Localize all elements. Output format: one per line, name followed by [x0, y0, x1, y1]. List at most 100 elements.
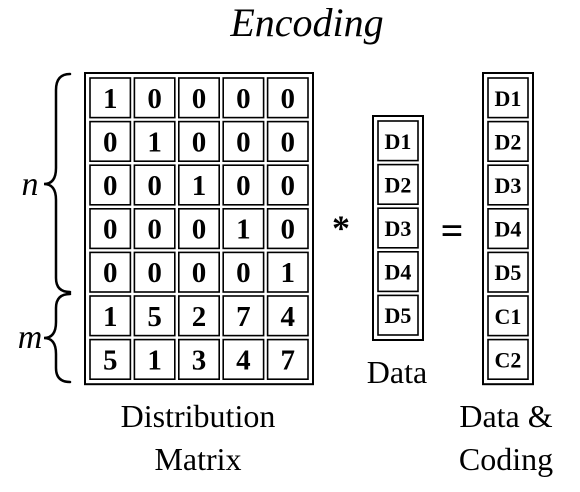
data-vector-cell-label: D2	[385, 172, 412, 197]
matrix-cell-box	[222, 338, 265, 381]
result-vector-cell-label: D5	[495, 260, 522, 285]
matrix-cell-value: 5	[103, 344, 118, 376]
matrix-cell-box	[222, 251, 265, 293]
result-vector-cell-box	[487, 77, 529, 119]
matrix-cell-box	[89, 295, 132, 337]
matrix-cell-value: 7	[281, 344, 296, 376]
matrix-cell-box	[133, 77, 176, 119]
n-brace	[43, 72, 72, 294]
matrix-cell-value: 0	[147, 170, 162, 202]
matrix-cell-box	[133, 120, 176, 162]
data-vector-cell-box	[377, 163, 419, 206]
data-vector-outer-frame	[372, 115, 424, 341]
data-caption: Data	[367, 354, 427, 390]
matrix-cell-value: 0	[192, 83, 207, 115]
result-caption-line1: Data &	[459, 398, 552, 434]
matrix-cell-value: 0	[236, 126, 251, 158]
matrix-cell-value: 1	[103, 301, 118, 333]
matrix-cell-value: 0	[103, 126, 118, 158]
matrix-cell-box	[133, 208, 176, 250]
matrix-cell-box	[222, 77, 265, 119]
matrix-cell-value: 0	[103, 257, 118, 289]
matrix-cell-value: 0	[281, 83, 296, 115]
matrix-cell-box	[178, 164, 221, 206]
multiply-operator: *	[332, 208, 350, 248]
matrix-cell-box	[133, 338, 176, 381]
matrix-cell-value: 1	[147, 344, 162, 376]
matrix-cell-value: 0	[192, 214, 207, 246]
matrix-cell-value: 0	[103, 170, 118, 202]
result-vector-cell-box	[487, 338, 529, 381]
matrix-cell-value: 0	[192, 126, 207, 158]
matrix-cell-value: 5	[147, 301, 162, 333]
matrix-cell-box	[133, 164, 176, 206]
matrix-cell-box	[266, 164, 309, 206]
matrix-cell-box	[266, 338, 309, 381]
result-vector-cell-box	[487, 251, 529, 293]
matrix-cell-box	[178, 77, 221, 119]
matrix-cell-box	[222, 120, 265, 162]
result-vector-cell-box	[487, 208, 529, 250]
result-vector-cell-label: C2	[495, 347, 522, 372]
matrix-cell-box	[222, 295, 265, 337]
result-vector-cell-label: D3	[495, 173, 522, 198]
matrix-cell-box	[178, 251, 221, 293]
matrix-cell-value: 1	[281, 257, 296, 289]
matrix-outer-frame	[84, 72, 314, 386]
result-caption-line2: Coding	[459, 441, 553, 477]
matrix-cell-value: 1	[147, 126, 162, 158]
matrix-cell-value: 3	[192, 344, 207, 376]
matrix-cell-box	[89, 120, 132, 162]
matrix-cell-value: 0	[281, 126, 296, 158]
matrix-cell-box	[266, 120, 309, 162]
matrix-cell-box	[133, 295, 176, 337]
matrix-caption-line1: Distribution	[121, 398, 276, 434]
equals-operator: =	[441, 208, 464, 253]
matrix-cell-value: 1	[192, 170, 207, 202]
matrix-cell-value: 4	[281, 301, 296, 333]
matrix-cell-value: 0	[236, 170, 251, 202]
matrix-cell-value: 0	[236, 257, 251, 289]
data-vector-cell-label: D3	[385, 216, 412, 241]
matrix-cell-box	[222, 208, 265, 250]
result-vector-cell-label: D4	[495, 217, 522, 242]
matrix-cell-box	[266, 295, 309, 337]
matrix-cell-box	[178, 295, 221, 337]
diagram-title: Encoding	[229, 0, 383, 45]
matrix-cell-value: 0	[147, 83, 162, 115]
data-vector-cell-label: D1	[385, 129, 412, 154]
matrix-cell-value: 0	[147, 214, 162, 246]
matrix-cell-box	[266, 208, 309, 250]
matrix-cell-value: 7	[236, 301, 251, 333]
data-vector-cell-label: D5	[385, 303, 412, 328]
matrix-cell-box	[89, 338, 132, 381]
matrix-cell-value: 0	[192, 257, 207, 289]
matrix-cell-value: 0	[103, 214, 118, 246]
matrix-cell-box	[89, 164, 132, 206]
matrix-cell-box	[178, 120, 221, 162]
result-vector-cell-label: C1	[495, 304, 522, 329]
data-vector-cell-box	[377, 207, 419, 249]
matrix-cell-value: 0	[281, 170, 296, 202]
m-label: m	[18, 319, 43, 356]
data-vector-cell-label: D4	[385, 260, 412, 285]
matrix-caption-line2: Matrix	[154, 441, 241, 477]
m-brace	[43, 292, 72, 384]
matrix-cell-box	[133, 251, 176, 293]
n-label: n	[22, 166, 39, 203]
matrix-cell-value: 0	[236, 83, 251, 115]
data-vector-cell-box	[377, 251, 419, 293]
result-vector-outer-frame	[482, 72, 534, 386]
matrix-cell-box	[178, 208, 221, 250]
matrix-cell-box	[222, 164, 265, 206]
matrix-cell-box	[266, 77, 309, 119]
matrix-cell-box	[89, 77, 132, 119]
matrix-cell-box	[266, 251, 309, 293]
matrix-cell-value: 1	[236, 214, 251, 246]
matrix-cell-box	[89, 208, 132, 250]
result-vector-cell-box	[487, 120, 529, 162]
result-vector-cell-box	[487, 164, 529, 206]
